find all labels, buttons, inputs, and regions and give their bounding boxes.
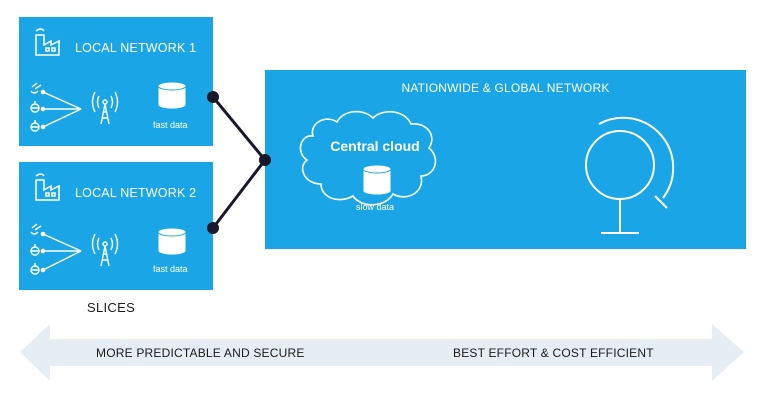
local-network-2-box: LOCAL NETWORK 2 fast data — [19, 162, 213, 290]
globe-icon — [585, 116, 675, 234]
national-network-graphics — [299, 110, 675, 234]
cloud-db-label: slow data — [355, 202, 395, 212]
arrow-right-label: BEST EFFORT & COST EFFICIENT — [453, 346, 654, 360]
connector-node-hub — [259, 154, 271, 166]
connector-line-1 — [211, 96, 267, 161]
device-icons — [30, 82, 42, 132]
slices-label: SLICES — [87, 300, 136, 315]
antenna-icon — [91, 233, 119, 267]
fan-lines — [40, 89, 82, 130]
database-icon — [362, 164, 392, 196]
connector-line-2 — [211, 159, 267, 229]
national-network-title: NATIONWIDE & GLOBAL NETWORK — [401, 81, 610, 95]
local-network-2-graphics — [30, 173, 187, 275]
factory-icon — [35, 28, 60, 56]
database-icon — [157, 81, 187, 110]
local-network-1-title: LOCAL NETWORK 1 — [75, 41, 197, 55]
local-network-1-box: LOCAL NETWORK 1 fast data — [19, 17, 213, 146]
fan-lines — [40, 231, 82, 273]
factory-icon — [35, 173, 60, 201]
connector-node-2 — [207, 222, 219, 234]
local-network-1-graphics — [30, 28, 187, 132]
connector-node-1 — [207, 91, 219, 103]
database-icon — [157, 227, 187, 256]
cloud-icon — [299, 110, 437, 206]
central-cloud-title: Central cloud — [330, 138, 420, 154]
local-network-2-title: LOCAL NETWORK 2 — [75, 186, 197, 200]
device-icons — [30, 223, 42, 275]
local-network-1-db-label: fast data — [153, 120, 188, 130]
arrow-left-label: MORE PREDICTABLE AND SECURE — [96, 346, 305, 360]
arrow-shape — [20, 324, 744, 381]
local-network-2-db-label: fast data — [153, 264, 188, 274]
national-global-network-box: NATIONWIDE & GLOBAL NETWORK Central clou… — [265, 70, 746, 249]
antenna-icon — [91, 91, 119, 125]
